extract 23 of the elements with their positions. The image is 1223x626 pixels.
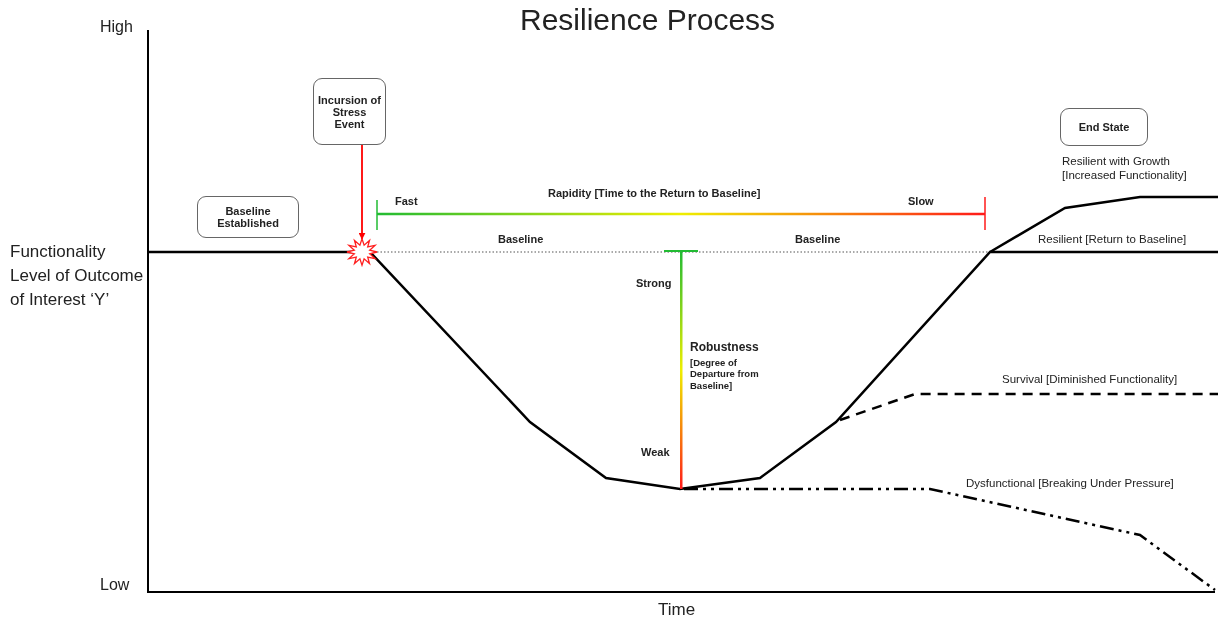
label-box: Incursion of Stress Event — [313, 78, 386, 145]
baseline-label: Baseline — [498, 233, 544, 247]
scale-end-label: Fast — [395, 195, 418, 209]
scale-end-label: Slow — [908, 195, 934, 209]
burst-shape — [345, 237, 379, 267]
axis-title: Time — [658, 600, 696, 621]
outcome-label: Dysfunctional [Breaking Under Pressure] — [966, 477, 1174, 491]
outcome-label: Resilient [Return to Baseline] — [1038, 233, 1187, 247]
scale-end-label: Weak — [641, 446, 670, 460]
axis-tick-label: High — [100, 17, 133, 37]
scale-title: Rapidity [Time to the Return to Baseline] — [548, 187, 761, 201]
scale-end-label: Strong — [636, 277, 672, 291]
baseline-label: Baseline — [795, 233, 841, 247]
scale-title: Robustness — [690, 340, 759, 355]
outcome-label: Survival [Diminished Functionality] — [1002, 373, 1178, 387]
label-box: Baseline Established — [197, 196, 299, 238]
label-box: End State — [1060, 108, 1148, 146]
outcome-label: Resilient with Growth [Increased Functionality] — [1062, 155, 1188, 183]
scale-subtitle: [Degree of Departure from Baseline] — [690, 357, 760, 392]
axis-tick-label: Low — [100, 575, 130, 595]
chart-title: Resilience Process — [520, 2, 777, 38]
arrow — [358, 144, 366, 240]
axis-title: Functionality Level of Outcome of Interest ‘Y’ — [10, 241, 145, 311]
